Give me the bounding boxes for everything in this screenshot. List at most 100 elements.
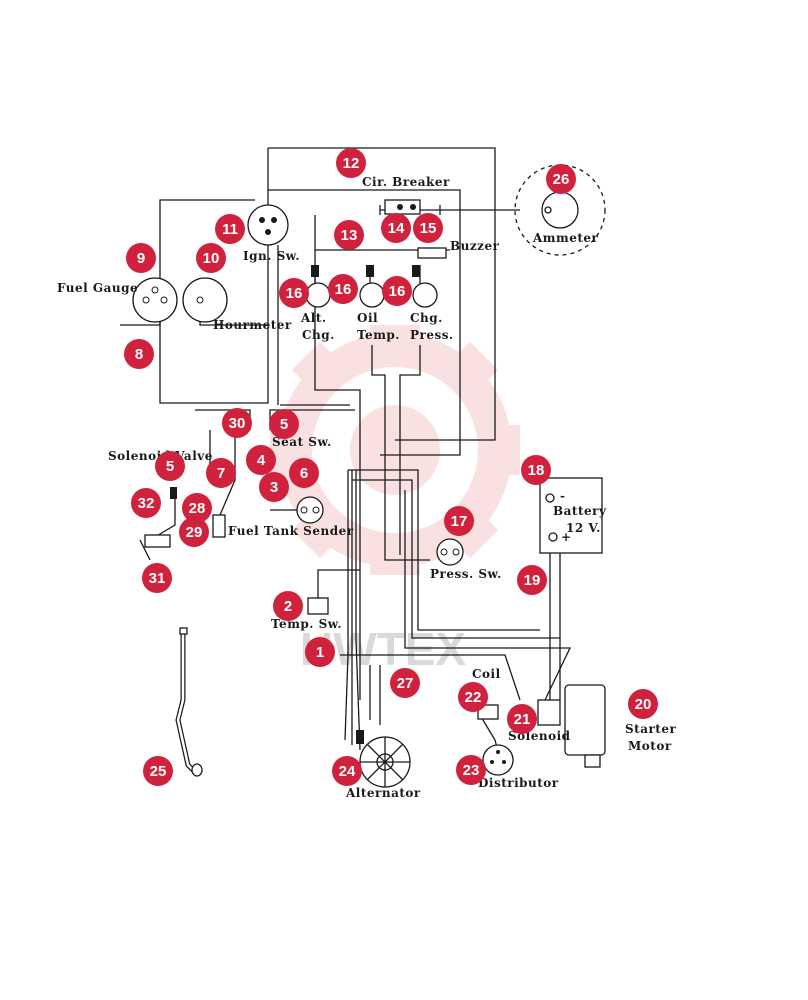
ignition-switch <box>247 204 289 246</box>
label-battery-neg: - <box>560 489 565 503</box>
callout-c9: 9 <box>126 243 156 273</box>
indicator-light-chg-press <box>412 265 438 308</box>
label-battery-volt: 12 V. <box>566 521 601 535</box>
label-buzzer: Buzzer <box>450 239 500 253</box>
callout-number: 24 <box>339 763 356 780</box>
label-press-sw: Press. Sw. <box>430 567 502 581</box>
callout-circle <box>517 565 547 595</box>
label-oil: Oil <box>357 311 378 325</box>
label-temp: Temp. <box>357 328 400 342</box>
battery <box>539 477 603 554</box>
press-switch <box>436 538 464 566</box>
callout-c18: 18 <box>521 455 551 485</box>
label-alt: Alt. <box>300 311 327 325</box>
callout-c11: 11 <box>215 214 245 244</box>
callout-number: 16 <box>286 285 303 302</box>
callout-number: 23 <box>463 762 480 779</box>
callout-number: 16 <box>389 283 406 300</box>
solenoid-valve <box>144 487 226 548</box>
callout-number: 19 <box>524 572 541 589</box>
buzzer <box>417 247 447 259</box>
coil <box>477 704 499 720</box>
callout-number: 28 <box>189 500 206 517</box>
label-battery-pos: + <box>561 530 572 544</box>
callout-circle <box>334 220 364 250</box>
callout-number: 3 <box>270 479 278 496</box>
callout-c31: 31 <box>142 563 172 593</box>
label-ammeter: Ammeter <box>532 231 599 245</box>
callout-circle <box>259 472 289 502</box>
callout-circle <box>444 506 474 536</box>
callout-number: 5 <box>280 416 288 433</box>
callout-c30: 30 <box>222 408 252 438</box>
callout-c20: 20 <box>628 689 658 719</box>
label-chg2: Chg. <box>410 311 443 325</box>
callout-number: 32 <box>138 495 155 512</box>
callout-number: 16 <box>335 281 352 298</box>
callout-number: 22 <box>465 689 482 706</box>
callout-circle <box>390 668 420 698</box>
callout-number: 25 <box>150 763 167 780</box>
callout-c16b: 16 <box>328 274 358 304</box>
callout-circle <box>289 458 319 488</box>
callout-number: 15 <box>420 220 437 237</box>
callout-circle <box>215 214 245 244</box>
alternator <box>356 730 411 788</box>
callout-circle <box>546 164 576 194</box>
callout-circle <box>507 704 537 734</box>
fuel-gauge <box>132 277 178 323</box>
callout-circle <box>336 148 366 178</box>
callout-number: 10 <box>203 250 220 267</box>
label-fuel-tank-sender: Fuel Tank Sender <box>228 524 354 538</box>
label-ign-sw: Ign. Sw. <box>243 249 300 263</box>
temp-switch <box>307 597 329 615</box>
label-coil: Coil <box>472 667 501 681</box>
indicator-light-oil-temp <box>359 265 385 308</box>
label-hourmeter: Hourmeter <box>213 318 292 332</box>
callout-c6: 6 <box>289 458 319 488</box>
loose-harness-part <box>175 627 203 777</box>
callout-circle <box>521 455 551 485</box>
callout-number: 6 <box>300 465 308 482</box>
callout-circle <box>328 274 358 304</box>
callout-circle <box>279 278 309 308</box>
callout-number: 1 <box>316 644 324 661</box>
callout-c14: 14 <box>381 213 411 243</box>
callout-circle <box>628 689 658 719</box>
callout-number: 30 <box>229 415 246 432</box>
callout-number: 2 <box>284 598 292 615</box>
callout-c13: 13 <box>334 220 364 250</box>
callout-c2: 2 <box>273 591 303 621</box>
callout-number: 14 <box>388 220 405 237</box>
callout-circle <box>143 756 173 786</box>
callout-c12: 12 <box>336 148 366 178</box>
callout-c22: 22 <box>458 682 488 712</box>
label-starter: Starter <box>625 722 676 736</box>
callout-number: 8 <box>135 346 143 363</box>
callout-c17: 17 <box>444 506 474 536</box>
callout-circle <box>305 637 335 667</box>
callout-c26: 26 <box>546 164 576 194</box>
callout-number: 27 <box>397 675 414 692</box>
callout-circle <box>124 339 154 369</box>
callout-c16c: 16 <box>382 276 412 306</box>
callout-c10: 10 <box>196 243 226 273</box>
callout-number: 5 <box>166 458 174 475</box>
label-distributor: Distributor <box>478 776 559 790</box>
label-battery: Battery <box>553 504 607 518</box>
hourmeter <box>182 277 228 323</box>
callout-number: 29 <box>186 524 203 541</box>
callout-number: 20 <box>635 696 652 713</box>
callout-number: 4 <box>257 452 266 469</box>
callout-c27: 27 <box>390 668 420 698</box>
callout-c1: 1 <box>305 637 335 667</box>
callout-circle <box>269 409 299 439</box>
callout-circle <box>126 243 156 273</box>
callout-c3: 3 <box>259 472 289 502</box>
callout-number: 13 <box>341 227 358 244</box>
callout-circle <box>458 682 488 712</box>
callout-circle <box>196 243 226 273</box>
callout-circle <box>382 276 412 306</box>
